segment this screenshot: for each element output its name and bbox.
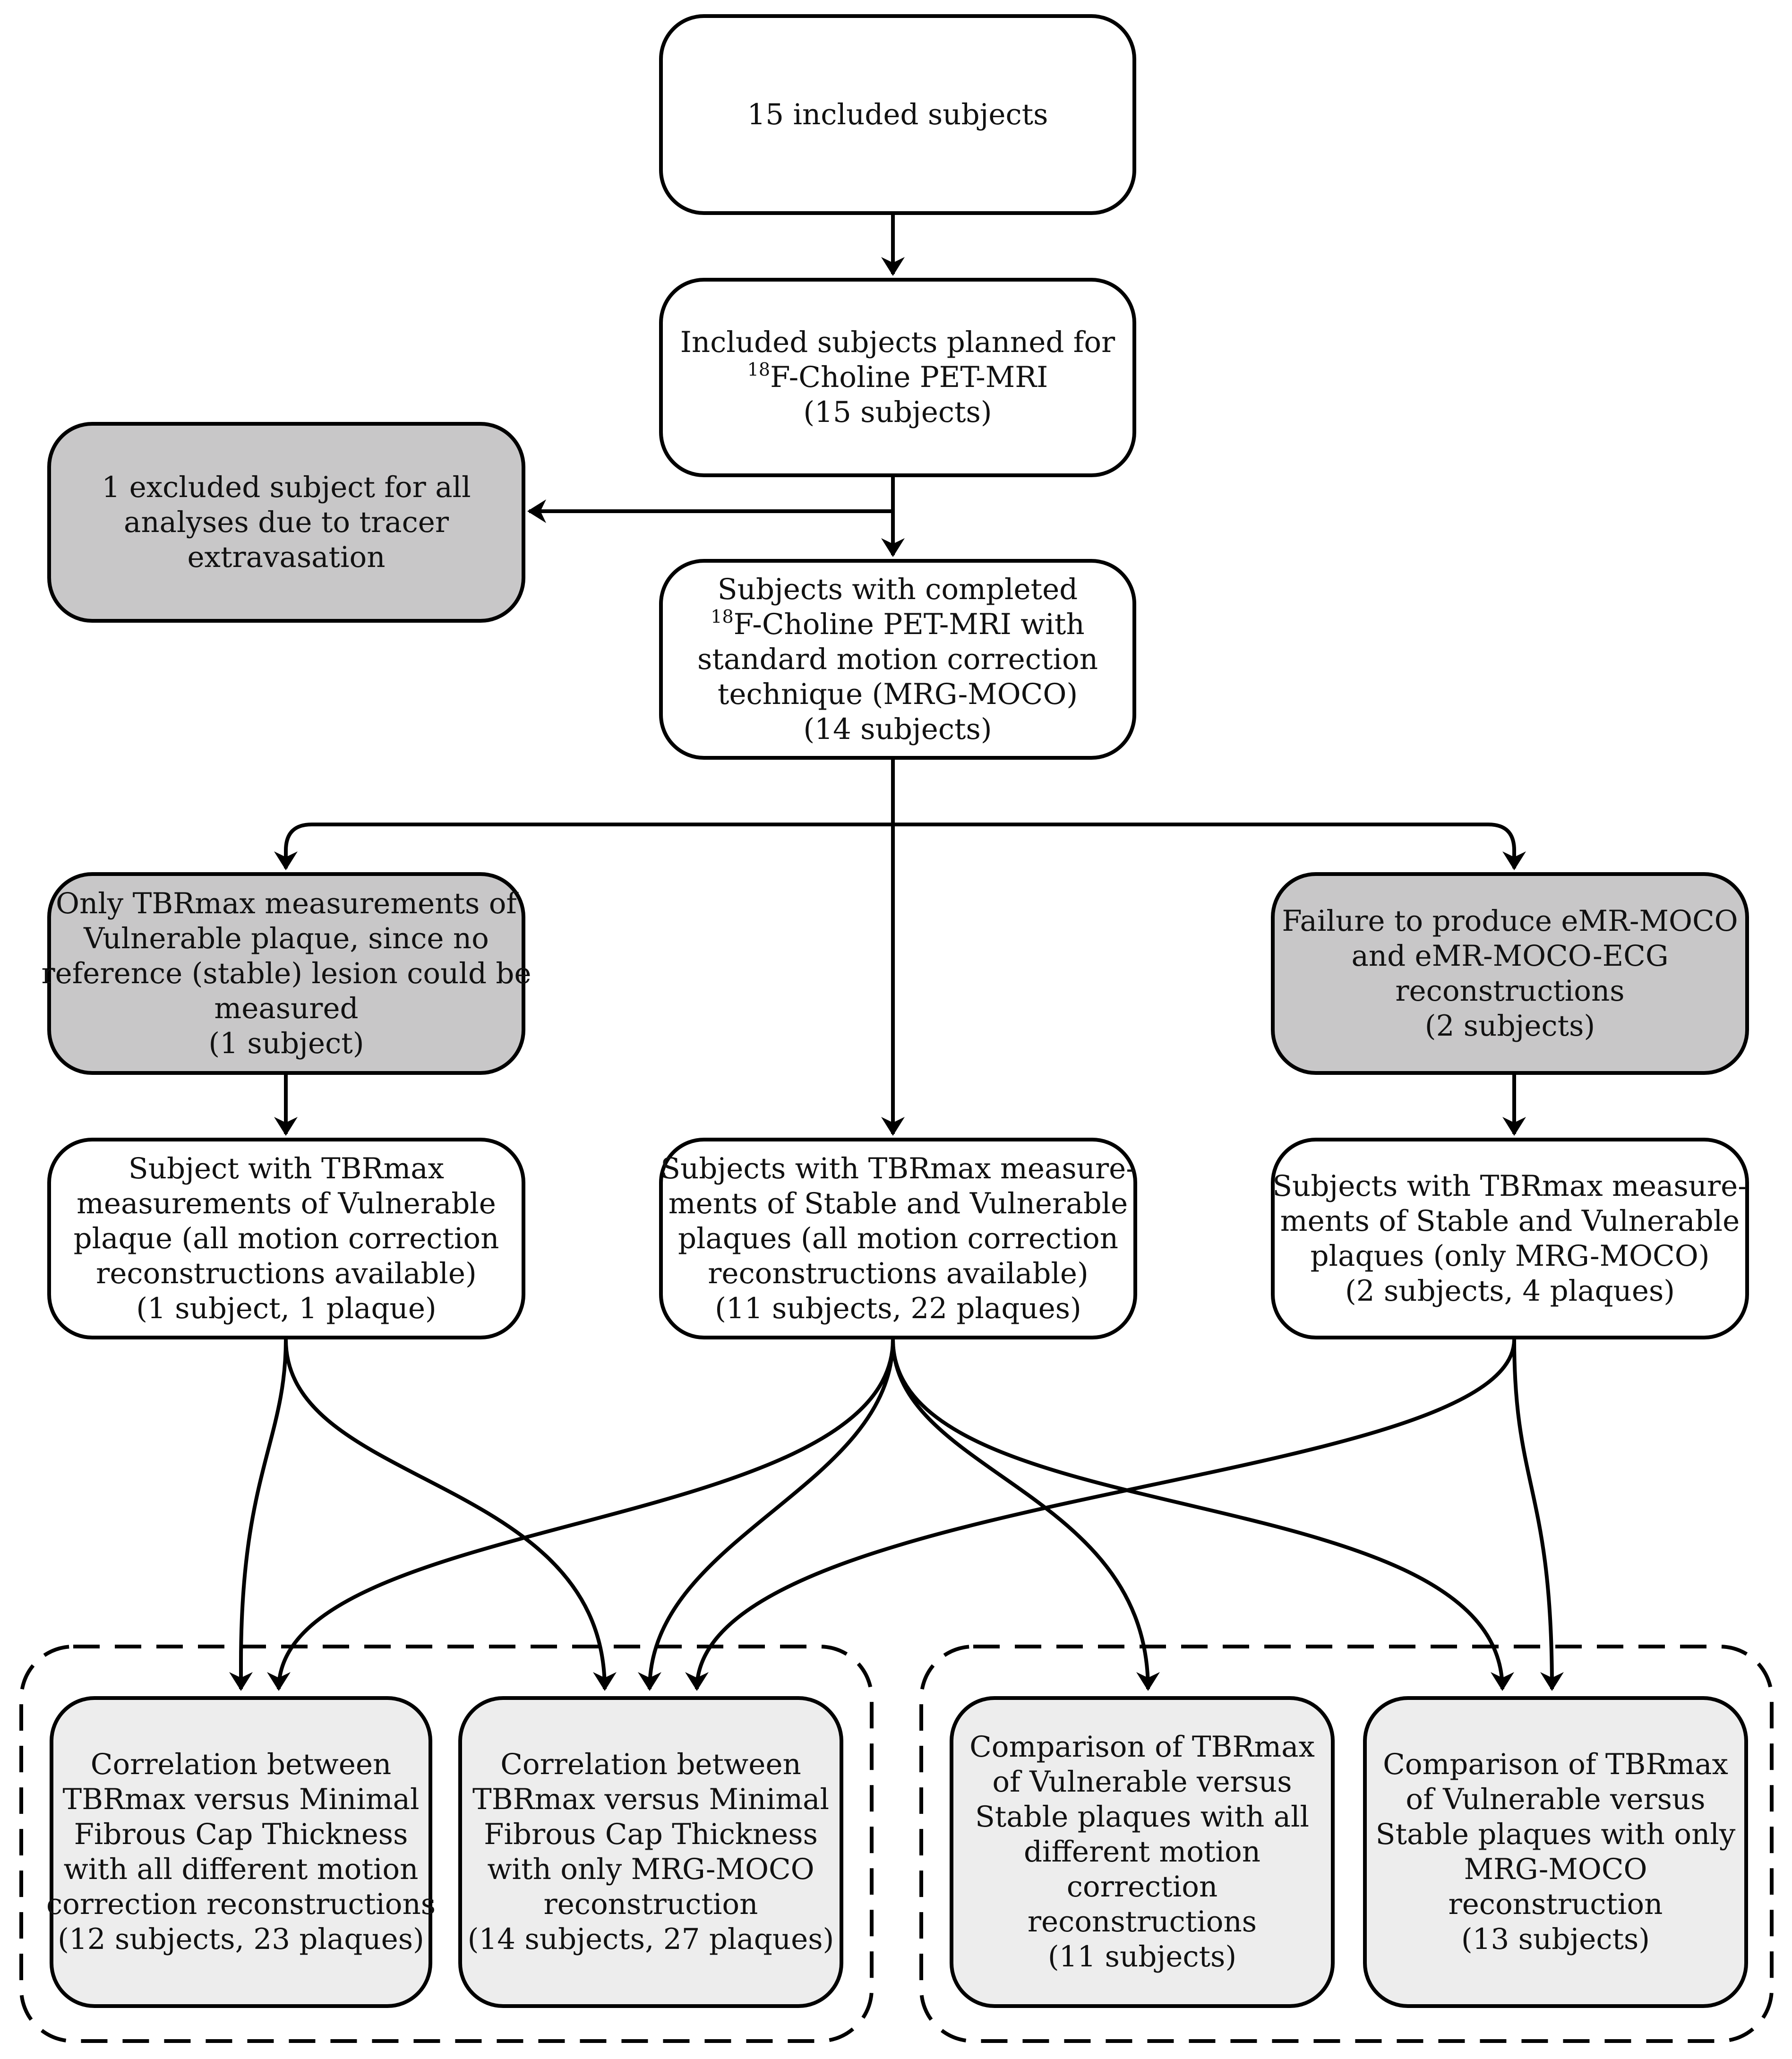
box-comparison-all-reconstructions: Comparison of TBRmax of Vulnerable versu… (950, 1696, 1335, 2008)
arrow-mid-to-out3 (891, 1339, 1160, 1691)
arrow-mid-to-out1 (267, 1339, 895, 1691)
box-text: Subjects with completed 18F-Choline PET-… (697, 572, 1098, 746)
box-subjects-stable-vulnerable-all-reconstructions: Subjects with TBRmax measure- ments of S… (659, 1138, 1137, 1339)
box-comparison-mrg-moco: Comparison of TBRmax of Vulnerable versu… (1363, 1696, 1748, 2008)
box-excluded-subject: 1 excluded subject for all analyses due … (47, 422, 525, 623)
arrow-completed-to-only-vulnerable (274, 823, 893, 870)
box-correlation-mrg-moco: Correlation between TBRmax versus Minima… (458, 1696, 843, 2008)
box-only-vulnerable-measurements: Only TBRmax measurements of Vulnerable p… (41, 872, 532, 1075)
box-text: Included subjects planned for 18F-Cholin… (680, 326, 1115, 429)
box-text: Subject with TBRmax measurements of Vuln… (73, 1151, 499, 1325)
box-text: Correlation between TBRmax versus Minima… (467, 1748, 834, 1956)
box-included-subjects: 15 included subjects (659, 14, 1136, 215)
box-text: Subjects with TBRmax measure- ments of S… (660, 1151, 1136, 1325)
box-text: Comparison of TBRmax of Vulnerable versu… (1375, 1748, 1736, 1956)
box-text: Only TBRmax measurements of Vulnerable p… (41, 886, 532, 1060)
arrow-mid-to-out2 (638, 1339, 895, 1691)
box-correlation-all-reconstructions: Correlation between TBRmax versus Minima… (46, 1696, 436, 2008)
box-subjects-stable-vulnerable-mrg-moco: Subjects with TBRmax measure- ments of S… (1271, 1138, 1749, 1339)
box-planned-pet-mri: Included subjects planned for 18F-Cholin… (659, 278, 1136, 477)
box-text: 15 included subjects (747, 97, 1048, 131)
box-subject-vulnerable-all-reconstructions: Subject with TBRmax measurements of Vuln… (47, 1138, 525, 1339)
arrow-completed-to-failure (893, 823, 1526, 870)
box-completed-pet-mri: Subjects with completed 18F-Choline PET-… (659, 559, 1136, 760)
arrow-right-to-out4 (1512, 1339, 1564, 1691)
box-text: 1 excluded subject for all analyses due … (102, 470, 471, 574)
box-text: Correlation between TBRmax versus Minima… (46, 1748, 436, 1956)
arrow-right-to-out2 (685, 1339, 1516, 1691)
group-frame-correlation (19, 1645, 874, 2043)
box-text: Subjects with TBRmax measure- ments of S… (1272, 1169, 1748, 1308)
box-failure-emr-moco: Failure to produce eMR-MOCO and eMR-MOCO… (1271, 872, 1749, 1075)
arrow-mid-to-out4 (891, 1339, 1514, 1691)
box-text: Failure to produce eMR-MOCO and eMR-MOCO… (1282, 904, 1738, 1043)
arrow-left-to-out2 (284, 1339, 617, 1691)
box-text: Comparison of TBRmax of Vulnerable versu… (969, 1730, 1315, 1973)
arrow-left-to-out1 (229, 1339, 288, 1691)
group-frame-comparison (919, 1645, 1774, 2043)
